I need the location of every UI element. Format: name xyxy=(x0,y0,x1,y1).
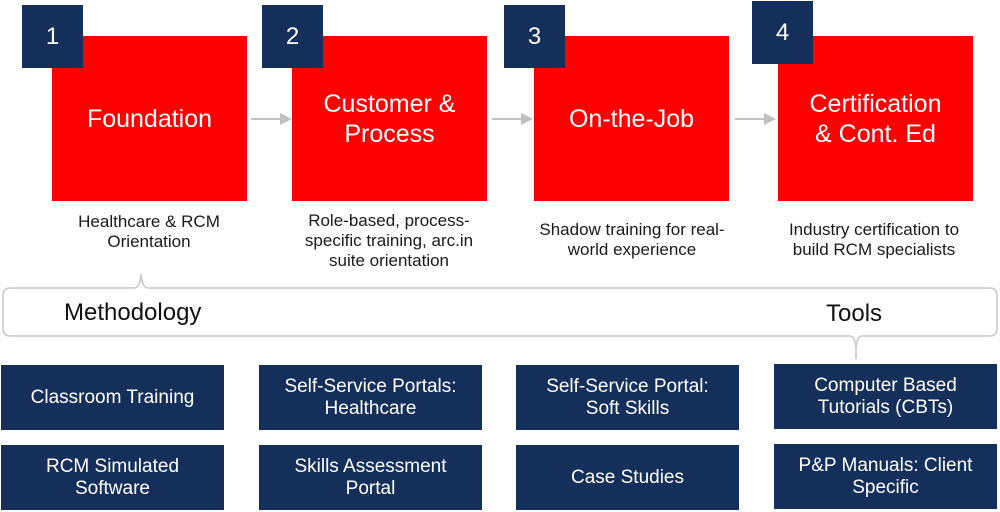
tool-classroom-training: Classroom Training xyxy=(1,365,224,430)
methodology-label: Methodology xyxy=(64,299,202,326)
stage-3-number-badge: 3 xyxy=(504,5,565,68)
arrow-right-icon xyxy=(735,113,776,125)
stage-1-number: 1 xyxy=(45,22,60,50)
stage-4-description: Industry certification to build RCM spec… xyxy=(788,220,960,259)
stage-4-title: Certification & Cont. Ed xyxy=(809,89,942,148)
stage-2-box: Customer & Process xyxy=(292,36,487,201)
stage-3-description: Shadow training for real- world experien… xyxy=(539,220,725,259)
tools-label: Tools xyxy=(826,300,883,327)
tool-computer-based-tutorials: Computer Based Tutorials (CBTs) xyxy=(774,364,997,429)
arrow-right-icon xyxy=(492,113,533,125)
stage-1-description: Healthcare & RCM Orientation xyxy=(78,212,220,251)
stage-3-title: On-the-Job xyxy=(568,104,695,133)
tool-skills-assessment-portal: Skills Assessment Portal xyxy=(259,445,482,510)
tool-rcm-simulated-software: RCM Simulated Software xyxy=(1,445,224,510)
tool-self-service-portal-soft-skills: Self-Service Portal: Soft Skills xyxy=(516,365,739,430)
tool-self-service-portals-healthcare: Self-Service Portals: Healthcare xyxy=(259,365,482,430)
stage-1-box: Foundation xyxy=(52,36,247,201)
arrow-right-icon xyxy=(251,113,292,125)
stage-1-title: Foundation xyxy=(86,104,213,133)
stage-4-number: 4 xyxy=(775,18,790,46)
stage-2-number: 2 xyxy=(285,22,300,50)
stage-4-box: Certification & Cont. Ed xyxy=(778,36,973,201)
tool-pp-manuals-client-specific: P&P Manuals: Client Specific xyxy=(774,444,997,509)
stage-2-title: Customer & Process xyxy=(323,89,456,148)
stage-3-number: 3 xyxy=(527,22,542,50)
stage-2-description: Role-based, process- specific training, … xyxy=(304,211,474,270)
stage-2-number-badge: 2 xyxy=(262,5,323,68)
stage-1-number-badge: 1 xyxy=(22,5,83,68)
stage-4-number-badge: 4 xyxy=(752,1,813,64)
tool-case-studies: Case Studies xyxy=(516,445,739,510)
stage-3-box: On-the-Job xyxy=(534,36,729,201)
